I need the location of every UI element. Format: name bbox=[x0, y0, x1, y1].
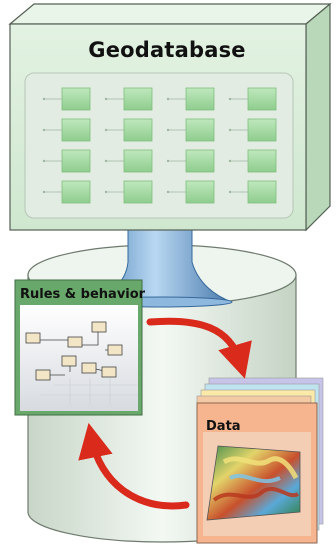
flow-arrow-to-rules bbox=[78, 422, 190, 510]
table-cell bbox=[61, 149, 91, 173]
table-cell bbox=[185, 118, 215, 142]
rules-behavior-title: Rules & behavior bbox=[20, 287, 146, 302]
table-cell bbox=[185, 180, 215, 204]
grid-connector-dot bbox=[42, 190, 46, 194]
table-cell bbox=[185, 87, 215, 111]
grid-connector-dot bbox=[104, 159, 108, 163]
geodatabase-server bbox=[8, 2, 332, 232]
grid-connector-dot bbox=[228, 97, 232, 101]
grid-connector-dot bbox=[166, 97, 170, 101]
table-cell bbox=[247, 87, 277, 111]
grid-connector-dot bbox=[42, 97, 46, 101]
grid-connector-dot bbox=[228, 159, 232, 163]
server-inner-panel bbox=[24, 72, 294, 219]
table-grid bbox=[42, 87, 277, 204]
table-cell bbox=[185, 149, 215, 173]
grid-connector-dot bbox=[42, 159, 46, 163]
grid-connector-dot bbox=[104, 128, 108, 132]
flow-arrow-to-data bbox=[146, 317, 252, 379]
grid-connector-dot bbox=[166, 190, 170, 194]
data-panel bbox=[196, 377, 324, 544]
table-cell bbox=[123, 149, 153, 173]
schema-diagram-icon bbox=[25, 321, 138, 405]
table-cell bbox=[61, 180, 91, 204]
grid-connector-dot bbox=[42, 128, 46, 132]
table-cell bbox=[123, 87, 153, 111]
grid-connector-dot bbox=[228, 128, 232, 132]
terrain-map-icon bbox=[206, 445, 301, 521]
table-cell bbox=[247, 180, 277, 204]
rules-behavior-panel bbox=[14, 279, 143, 416]
grid-connector-dot bbox=[104, 97, 108, 101]
table-cell bbox=[61, 118, 91, 142]
data-title: Data bbox=[206, 419, 241, 434]
table-cell bbox=[247, 149, 277, 173]
grid-connector-dot bbox=[166, 128, 170, 132]
table-cell bbox=[123, 118, 153, 142]
grid-connector-dot bbox=[104, 190, 108, 194]
table-cell bbox=[61, 87, 91, 111]
grid-connector-dot bbox=[228, 190, 232, 194]
table-cell bbox=[123, 180, 153, 204]
table-cell bbox=[247, 118, 277, 142]
geodatabase-title: Geodatabase bbox=[88, 38, 246, 62]
grid-connector-dot bbox=[166, 159, 170, 163]
